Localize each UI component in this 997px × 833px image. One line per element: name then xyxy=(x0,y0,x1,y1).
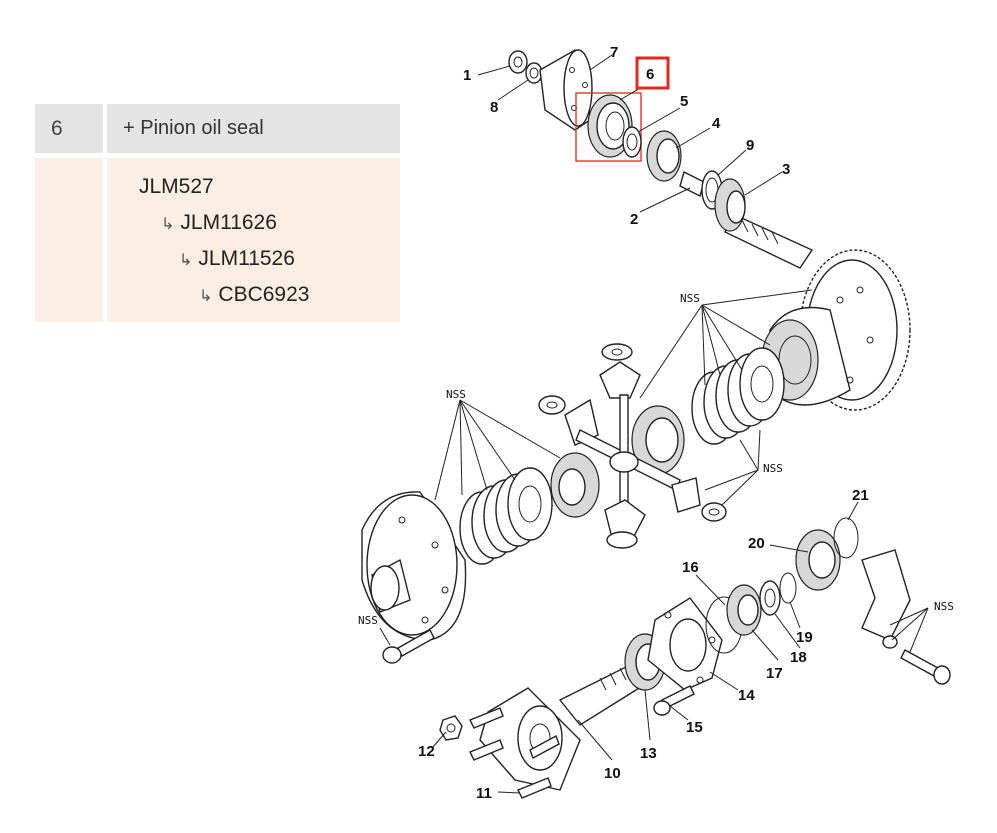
part-washer[interactable] xyxy=(525,62,543,84)
part-code: CBC6923 xyxy=(218,283,310,306)
nss-label: NSS xyxy=(934,600,954,613)
part-bearing-housing[interactable] xyxy=(647,597,723,691)
part-bearing-cap[interactable] xyxy=(861,549,911,641)
pinion-assembly xyxy=(508,49,814,269)
part-codes-row: JLM527 ↳ JLM11626 ↳ JLM11526 ↳ CBC6923 xyxy=(35,158,400,322)
part-spacer[interactable] xyxy=(679,170,705,198)
parts-table: 6 + Pinion oil seal JLM527 ↳JLM11626 ↳JL… xyxy=(35,104,400,322)
callout-13[interactable]: 13 xyxy=(640,745,657,762)
callout-9[interactable]: 9 xyxy=(746,137,754,154)
callout-2[interactable]: 2 xyxy=(630,211,638,228)
leader-lines xyxy=(379,54,929,794)
callout-5[interactable]: 5 xyxy=(680,93,688,110)
callout-6[interactable]: 6 xyxy=(646,66,654,83)
part-code: JLM527 xyxy=(139,175,214,198)
part-code-item[interactable]: ↳ JLM11626 xyxy=(107,208,400,244)
part-code: JLM11526 xyxy=(198,247,295,270)
supersede-arrow-icon: ↳ xyxy=(179,252,193,269)
part-bolt[interactable] xyxy=(882,635,951,685)
callout-1[interactable]: 1 xyxy=(463,67,471,84)
callout-19[interactable]: 19 xyxy=(796,629,813,646)
callout-21[interactable]: 21 xyxy=(852,487,869,504)
part-bearing[interactable] xyxy=(726,584,762,636)
supersede-arrow-icon: ↳ xyxy=(199,288,213,305)
part-header-row[interactable]: 6 + Pinion oil seal xyxy=(35,104,400,153)
nss-label: NSS xyxy=(446,388,466,401)
part-bearing-cone[interactable] xyxy=(714,178,746,232)
part-bolt[interactable] xyxy=(382,629,435,664)
callout-18[interactable]: 18 xyxy=(790,649,807,666)
clutch-plate-pack[interactable] xyxy=(691,347,785,445)
differential-case-half[interactable] xyxy=(361,491,467,641)
part-shim[interactable] xyxy=(833,517,859,559)
callout-17[interactable]: 17 xyxy=(766,665,783,682)
part-nut[interactable] xyxy=(508,50,528,74)
part-codes-list: JLM527 ↳ JLM11626 ↳ JLM11526 ↳ CBC6923 xyxy=(107,158,400,322)
part-bearing-cup[interactable] xyxy=(795,529,841,591)
part-pinion-oil-seal[interactable] xyxy=(587,94,633,158)
part-spacer[interactable] xyxy=(759,580,781,616)
nss-label: NSS xyxy=(680,292,700,305)
wheel-studs[interactable] xyxy=(469,707,560,799)
part-pinion-flange[interactable] xyxy=(539,49,593,131)
part-code-item[interactable]: ↳ JLM11526 xyxy=(107,244,400,280)
callout-10[interactable]: 10 xyxy=(604,765,621,782)
part-bolt[interactable] xyxy=(653,685,695,716)
nss-label: NSS xyxy=(358,614,378,627)
nss-label: NSS xyxy=(763,462,783,475)
axle-shaft-hub[interactable] xyxy=(479,659,653,791)
part-oil-thrower[interactable] xyxy=(622,126,642,158)
highlight-callout-box xyxy=(635,56,670,90)
callout-4[interactable]: 4 xyxy=(712,115,721,132)
part-codes-number-cell xyxy=(35,158,103,322)
callout-12[interactable]: 12 xyxy=(418,743,435,760)
callout-labels: 1 8 7 6 5 4 9 3 2 NSS NSS NSS NSS NSS 21… xyxy=(358,44,954,802)
part-circlip[interactable] xyxy=(779,572,797,604)
cell-divider xyxy=(103,158,107,322)
callout-14[interactable]: 14 xyxy=(738,687,755,704)
callout-20[interactable]: 20 xyxy=(748,535,765,552)
part-code: JLM11626 xyxy=(180,211,277,234)
part-wheel-nut[interactable] xyxy=(439,715,463,741)
clutch-plate-pack[interactable] xyxy=(459,467,553,565)
callout-11[interactable]: 11 xyxy=(476,785,492,802)
cell-divider xyxy=(103,104,107,153)
part-code-item[interactable]: JLM527 xyxy=(107,172,400,208)
highlight-region xyxy=(575,92,642,162)
part-item-number: 6 xyxy=(35,104,103,153)
callout-7[interactable]: 7 xyxy=(610,44,618,61)
callout-8[interactable]: 8 xyxy=(490,99,498,116)
part-title[interactable]: + Pinion oil seal xyxy=(107,104,400,153)
part-bearing[interactable] xyxy=(646,130,682,182)
supersede-arrow-icon: ↳ xyxy=(161,216,175,233)
part-code-item[interactable]: ↳ CBC6923 xyxy=(107,280,400,316)
callout-15[interactable]: 15 xyxy=(686,719,703,736)
callout-3[interactable]: 3 xyxy=(782,161,790,178)
callout-16[interactable]: 16 xyxy=(682,559,699,576)
differential-gear-set[interactable] xyxy=(538,343,727,549)
